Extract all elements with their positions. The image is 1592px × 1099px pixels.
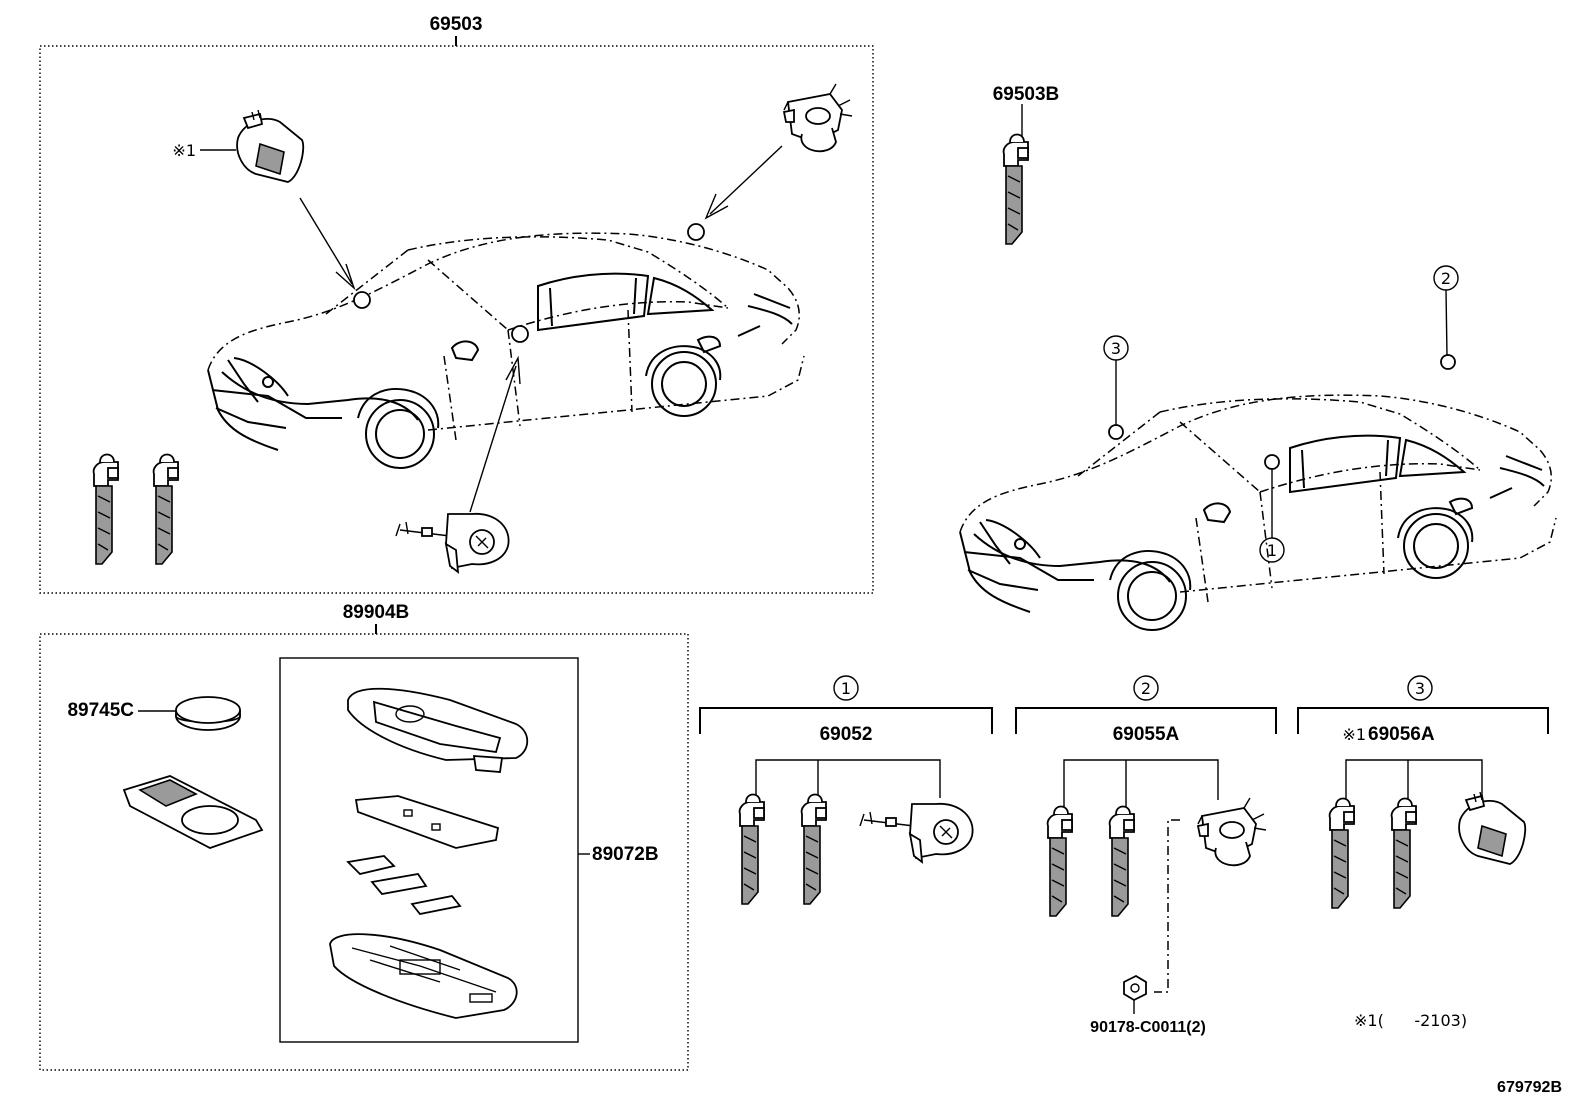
label-89904b: 89904B [343, 602, 410, 623]
footnote: ※1( -2103) [1354, 1011, 1467, 1030]
key-blade-icon [1328, 797, 1355, 909]
luggage-cylinder-icon [1197, 797, 1267, 867]
note-mark-1: ※1 [172, 141, 196, 160]
label-69503: 69503 [430, 14, 483, 35]
kit-69503-section: 69503 ※1 [39, 14, 874, 594]
bolt-icon [1123, 974, 1147, 1002]
car-outline-icon [207, 232, 805, 469]
arrow-icon [704, 145, 783, 220]
label-69056a: 69056A [1368, 724, 1435, 745]
label-69055a: 69055A [1113, 724, 1180, 745]
diagram-id: 679792B [1497, 1079, 1562, 1096]
door-cylinder-icon [859, 802, 974, 863]
marker-2-top: 2 [1441, 269, 1451, 288]
marker-2: 2 [1141, 679, 1151, 698]
ignition-cylinder-icon [236, 109, 305, 183]
label-89745c: 89745C [67, 700, 134, 721]
arrow-icon [469, 355, 521, 513]
key-blade-icon [152, 453, 179, 565]
arrow-icon [299, 197, 356, 291]
label-69503b: 69503B [993, 84, 1060, 105]
luggage-cylinder-set-69055a: 2 69055A 90178-C0011(2) [1015, 675, 1277, 1036]
location-car-section: 3 2 1 [959, 265, 1557, 631]
car-outline-icon [959, 394, 1557, 631]
transmitter-kit-frame [39, 633, 689, 1071]
remote-fob-icon [329, 687, 529, 1019]
circuit-board-icon [122, 775, 264, 849]
ignition-cylinder-icon [1458, 791, 1527, 865]
marker-1-top: 1 [1267, 541, 1277, 560]
note-mark-1-group3: ※1 [1342, 725, 1366, 744]
transmitter-kit-89904b: 89904B 89745C 89072B [39, 602, 689, 1071]
key-blade-icon [738, 793, 765, 905]
key-blade-icon [92, 453, 119, 565]
door-cylinder-set-69052: 1 69052 [699, 675, 993, 905]
key-blade-icon [1108, 805, 1135, 917]
battery-cell-icon [175, 696, 241, 731]
key-blade-icon [1002, 133, 1029, 245]
label-69052: 69052 [820, 724, 873, 745]
key-blade-icon [1046, 805, 1073, 917]
housing-frame [279, 657, 579, 1043]
luggage-cylinder-icon [783, 83, 853, 153]
door-cylinder-icon [395, 512, 510, 573]
ignition-cylinder-set-69056a: 3 ※1 69056A [1297, 675, 1549, 909]
key-blade-icon [800, 793, 827, 905]
kit-69503-frame [39, 45, 874, 594]
label-89072b: 89072B [592, 844, 659, 865]
marker-3-top: 3 [1111, 339, 1121, 358]
key-blank-69503b: 69503B [993, 84, 1060, 245]
label-90178-c0011: 90178-C0011(2) [1090, 1019, 1206, 1036]
key-blade-icon [1390, 797, 1417, 909]
marker-1: 1 [841, 679, 851, 698]
marker-3: 3 [1415, 679, 1425, 698]
